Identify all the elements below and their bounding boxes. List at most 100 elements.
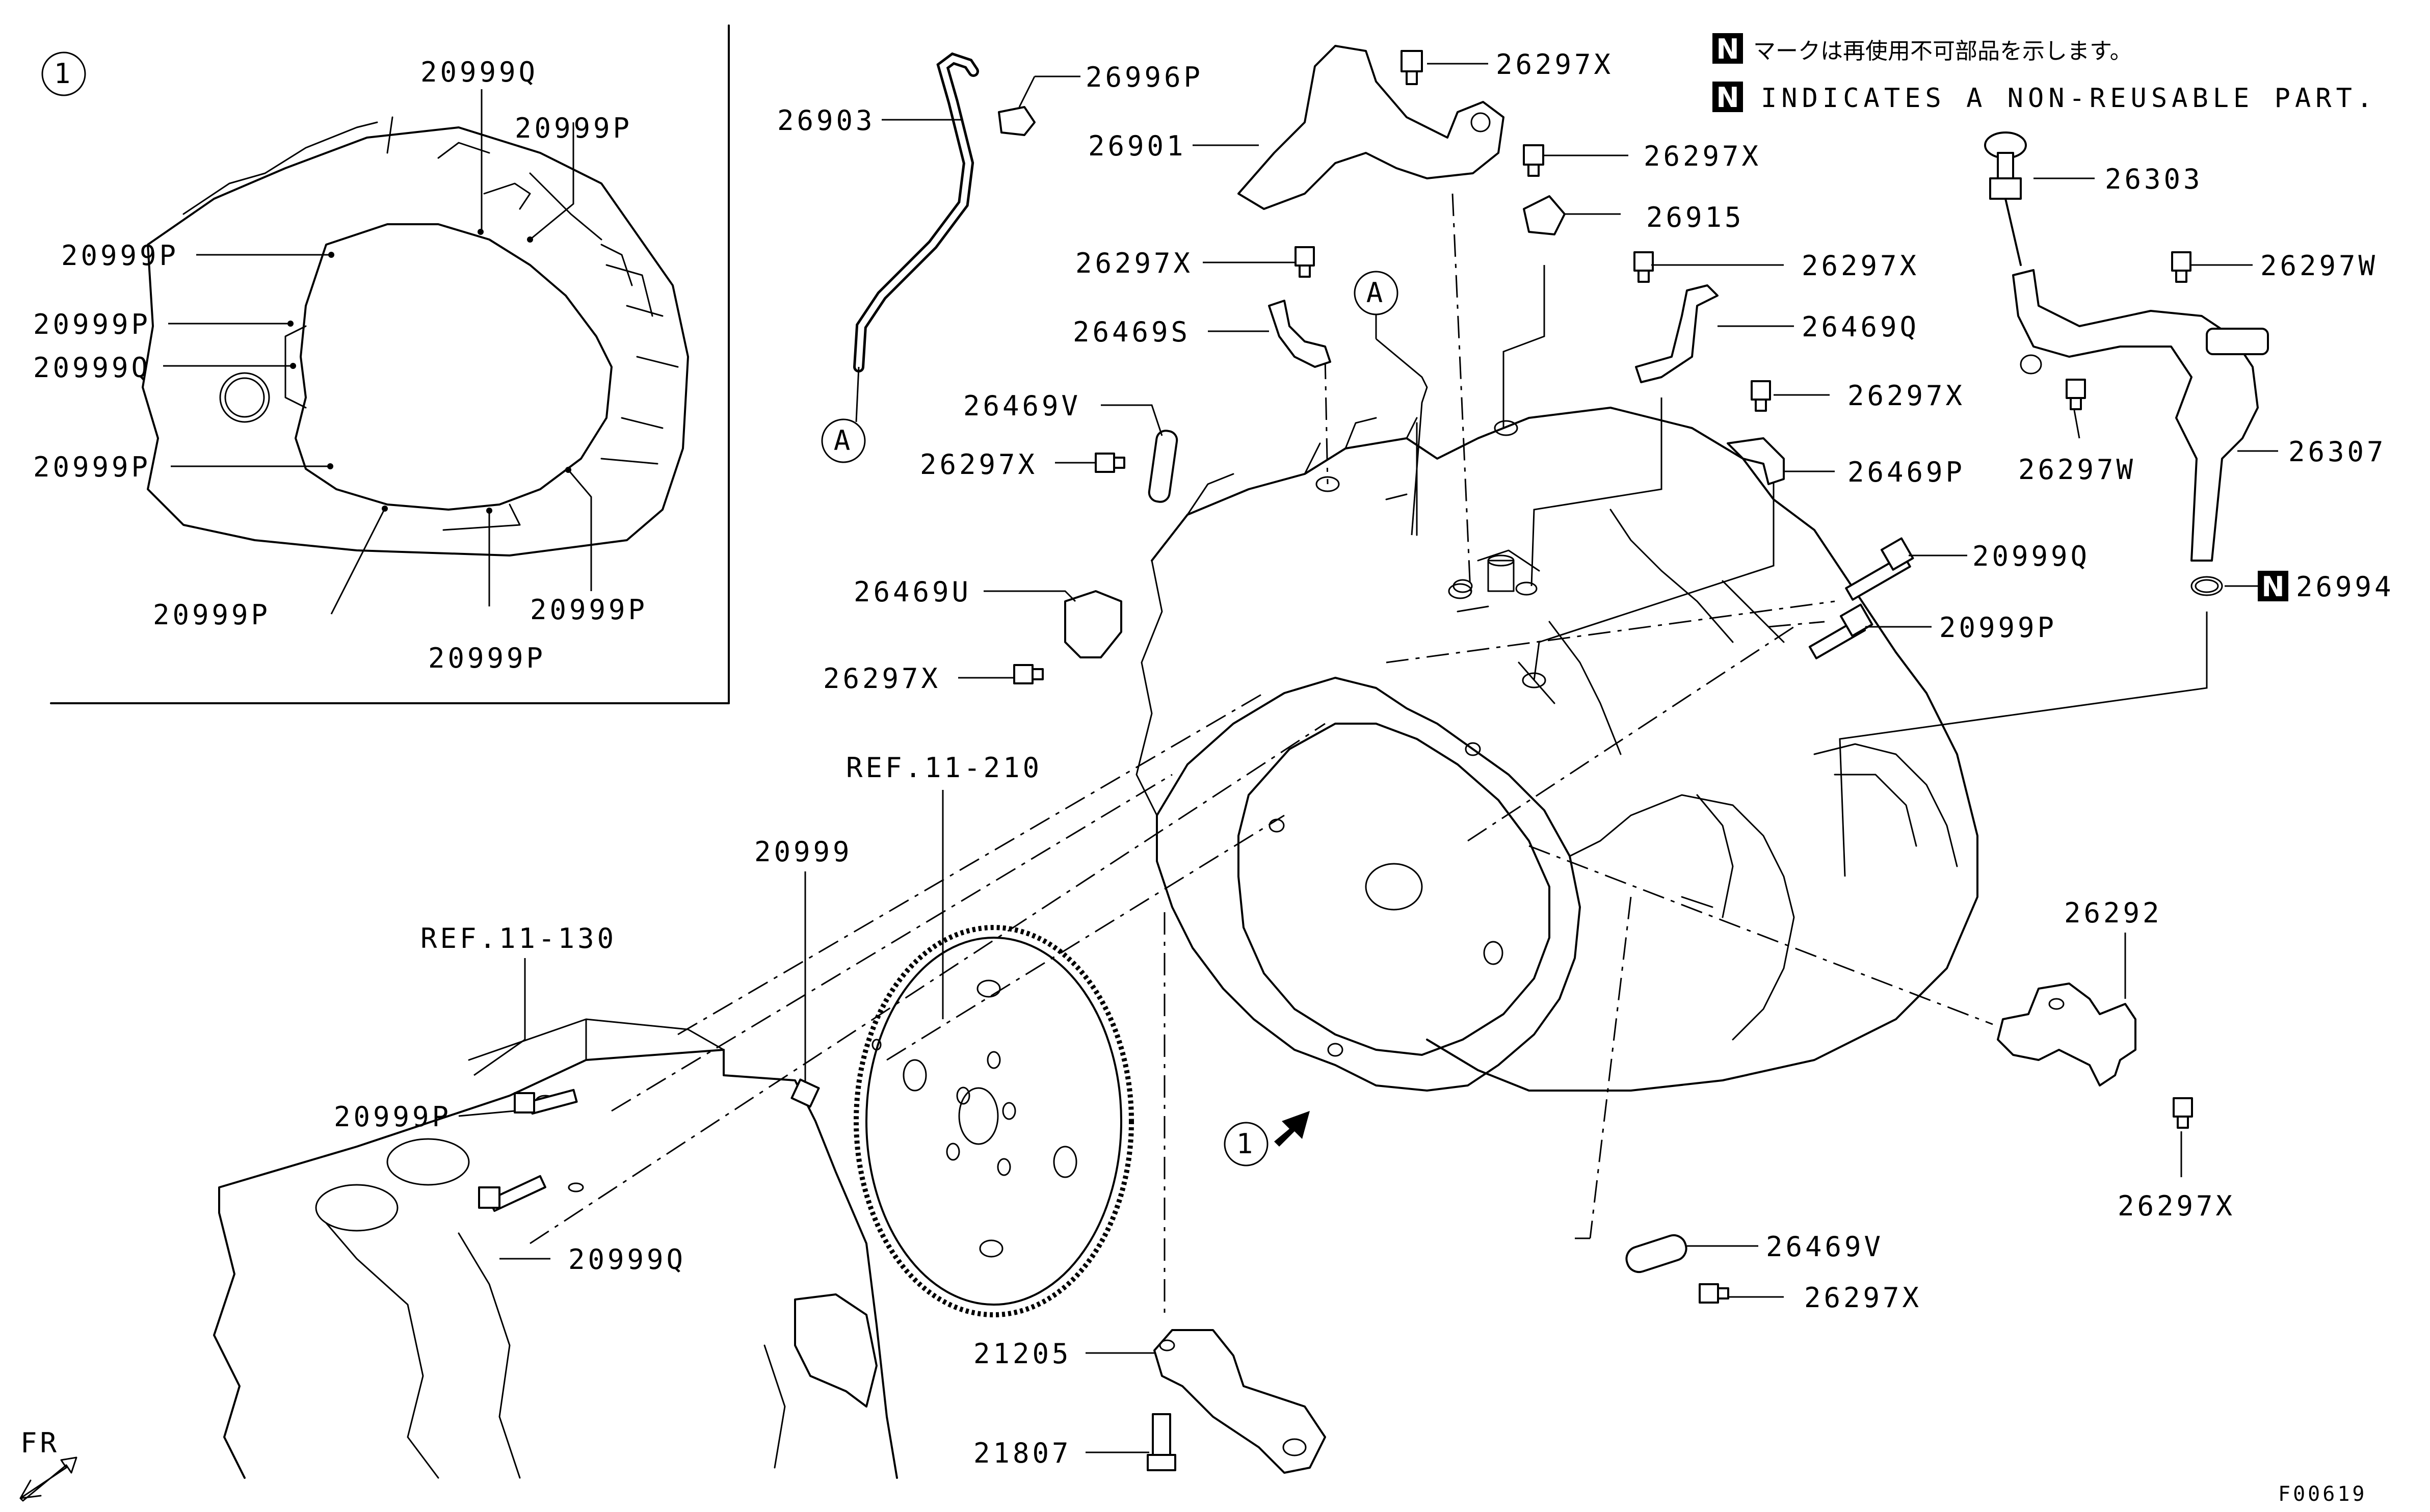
label-ref-11-210: REF.11-210 — [846, 752, 1042, 784]
label-20999p-left: 20999P — [334, 1101, 452, 1133]
bolt-20999 — [790, 1078, 820, 1108]
legend-notes: N マークは再使用不可部品を示します。 N INDICATES A NON-RE… — [1712, 33, 2377, 114]
inset-marker-circle — [41, 51, 86, 96]
clip-26996p — [998, 106, 1036, 136]
inset-label-20999p-bottom-mid: 20999P — [428, 642, 546, 674]
label-26297w-a: 26297W — [2260, 250, 2378, 282]
label-21807: 21807 — [973, 1437, 1072, 1469]
label-20999: 20999 — [754, 836, 853, 868]
bolt-20999q-left — [478, 1175, 546, 1212]
inset-marker-label: 1 — [54, 58, 74, 90]
bolt-20999p-right — [1808, 603, 1873, 659]
label-26469p: 26469P — [1847, 456, 1965, 488]
note-english: INDICATES A NON-REUSABLE PART. — [1761, 83, 2377, 114]
clip-26915 — [1523, 195, 1566, 235]
label-26297x-g: 26297X — [823, 662, 941, 695]
label-26307: 26307 — [2288, 436, 2387, 468]
bell-housing-inner — [1237, 723, 1550, 1056]
badge-letter: N — [2261, 571, 2284, 603]
label-26903: 26903 — [777, 104, 876, 137]
arrow-icon — [1274, 1111, 1310, 1147]
label-26297x-f: 26297X — [920, 448, 1038, 481]
figure-id: F00619 — [2278, 1482, 2367, 1506]
label-26297x-e: 26297X — [1847, 380, 1965, 412]
label-26469v-top: 26469V — [963, 390, 1081, 422]
inset-label-20999p-left1: 20999P — [61, 240, 179, 272]
strap-26469v-bottom — [1625, 1234, 1687, 1274]
inset-label-20999q-left: 20999Q — [33, 352, 151, 384]
bolt-26297x — [1633, 251, 1654, 283]
bracket-26469s — [1268, 300, 1331, 368]
inset-label-20999p-bottom-right: 20999P — [530, 594, 648, 626]
label-26469s: 26469S — [1073, 316, 1191, 348]
label-21205: 21205 — [973, 1338, 1072, 1370]
bracket-21205 — [1153, 1329, 1326, 1474]
engine-block — [213, 1018, 898, 1479]
label-26297x-d: 26297X — [1802, 250, 1919, 282]
label-26996p: 26996P — [1086, 61, 1203, 93]
bolt-20999q-right — [1845, 537, 1914, 601]
clip-26469p — [1727, 437, 1785, 485]
label-20999p-right: 20999P — [1939, 612, 2057, 644]
bolt-20999p-left — [514, 1089, 578, 1115]
bolt-26297w — [2066, 379, 2086, 410]
bolt-26297x — [1095, 453, 1125, 473]
label-26297w-b: 26297W — [2018, 454, 2136, 486]
front-indicator: FR — [19, 1427, 77, 1502]
o-ring-26994 — [2190, 576, 2223, 596]
callout-labels: 26903 26996P 26901 26297X 26297X 26915 2… — [334, 48, 2394, 1469]
bolt-26297x — [1013, 664, 1044, 684]
label-26297x-h: 26297X — [2118, 1190, 2235, 1222]
label-26915: 26915 — [1646, 201, 1745, 233]
bolt-26297x — [1751, 380, 1771, 412]
transaxle-assembly — [1135, 407, 1978, 1092]
alignment-lines — [530, 193, 2208, 1315]
label-26297x-b: 26297X — [1644, 140, 1761, 172]
marker-1-label: 1 — [1236, 1128, 1256, 1160]
inset-case-outline — [142, 126, 689, 556]
inset-label-20999q-top: 20999Q — [420, 56, 538, 88]
dipstick-tube-26307 — [2012, 269, 2259, 562]
non-reusable-badge-icon — [2258, 571, 2288, 601]
bolt-26297x — [1401, 50, 1423, 85]
label-26297x-c: 26297X — [1075, 247, 1193, 279]
inset-label-20999p-left2: 20999P — [33, 308, 151, 340]
non-reusable-badge-icon — [1712, 82, 1743, 112]
label-26469q: 26469Q — [1802, 311, 1919, 343]
badge-letter: N — [1716, 82, 1739, 114]
front-arrow-icon — [19, 1456, 77, 1502]
small-parts — [478, 45, 2269, 1474]
label-20999q-right: 20999Q — [1972, 540, 2090, 572]
bolt-26297x — [1523, 144, 1544, 177]
bracket-26469u — [1064, 590, 1122, 658]
leader-lines — [458, 63, 2278, 1453]
bolt-21807 — [1147, 1413, 1176, 1471]
label-26297x-i: 26297X — [1804, 1282, 1922, 1314]
label-ref-11-130: REF.11-130 — [420, 922, 617, 954]
label-26469u: 26469U — [854, 576, 971, 608]
bolt-26297w — [2171, 251, 2191, 283]
inset-label-20999p-left3: 20999P — [33, 451, 151, 483]
inset-bell-housing — [295, 223, 613, 511]
transaxle-case — [1151, 407, 1978, 1092]
marker-a-left-label: A — [834, 425, 854, 457]
reference-markers: A A 1 — [821, 271, 1398, 1166]
label-26469v-bottom: 26469V — [1766, 1231, 1884, 1263]
strap-26469v-top — [1148, 430, 1178, 503]
label-26994: 26994 — [2296, 571, 2394, 603]
marker-a-left — [821, 418, 866, 463]
note-japanese: マークは再使用不可部品を示します。 — [1753, 38, 2132, 64]
drive-plate-ring-gear — [854, 925, 1134, 1317]
marker-1 — [1224, 1122, 1269, 1166]
bell-housing-flange — [1156, 677, 1581, 1092]
label-20999q-left: 20999Q — [568, 1243, 686, 1276]
non-reusable-badge-icon — [1712, 33, 1743, 64]
inset-label-20999p-top: 20999P — [515, 112, 632, 144]
inset-panel: 1 20999Q 20999P 20999P 209 — [33, 24, 730, 704]
label-26292: 26292 — [2064, 897, 2162, 929]
marker-a-mid-label: A — [1366, 277, 1386, 309]
connector-lines — [1376, 265, 2208, 1239]
bolt-26297x — [2173, 1097, 2193, 1129]
bolt-26297x — [1295, 246, 1315, 278]
